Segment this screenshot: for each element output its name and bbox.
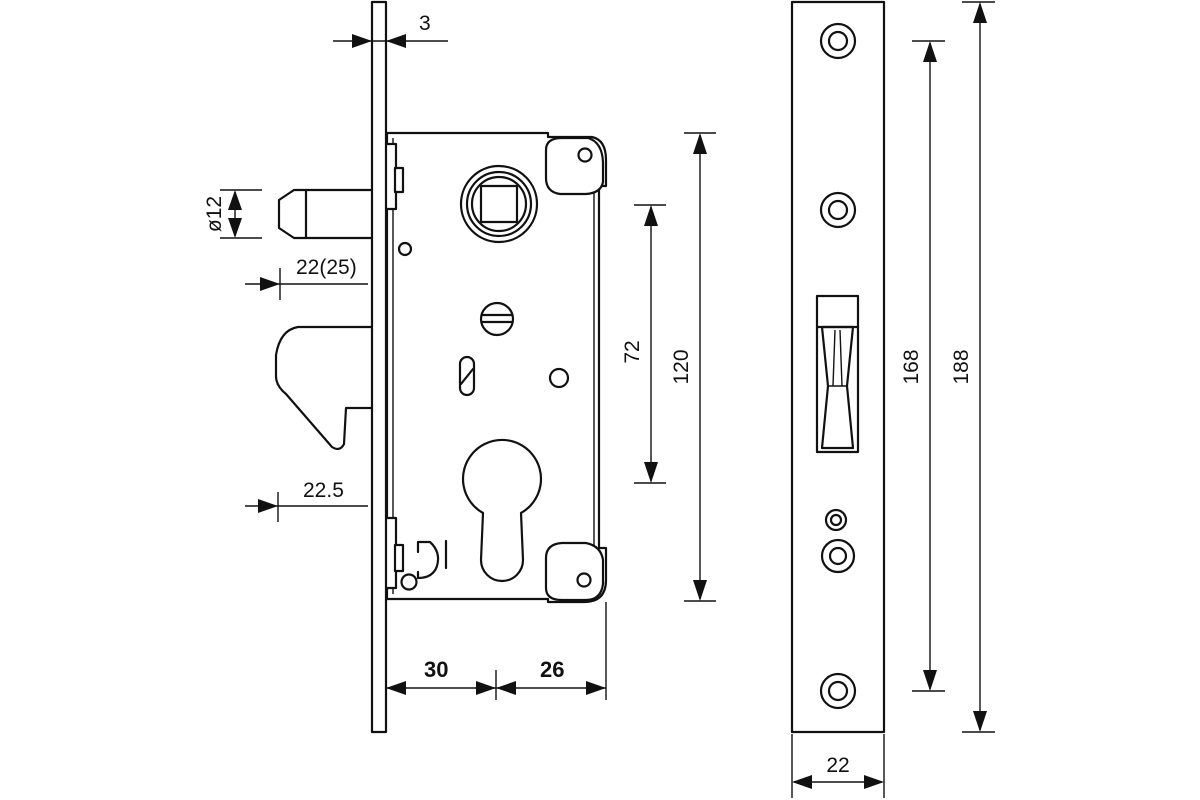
- faceplate-side: [370, 0, 388, 734]
- lock-side-view: [274, 0, 608, 734]
- fixing-hole-mid: [548, 367, 570, 389]
- follower-hub: [470, 175, 528, 233]
- lower-latch-tab-block: [393, 543, 405, 573]
- dim-backset-left: 30: [424, 657, 448, 682]
- dim-faceplate-thickness: 3: [419, 12, 431, 35]
- slotted-screw: [479, 301, 515, 337]
- dim-center-distance: 72: [621, 340, 644, 363]
- top-corner-bracket: [544, 136, 605, 196]
- dim-case-height: 120: [670, 349, 693, 384]
- upper-latch-tab-block: [393, 166, 405, 194]
- dim-backset-right: 26: [540, 657, 564, 682]
- dim-fixing-distance: 168: [900, 349, 923, 384]
- top-bracket-hole: [577, 147, 593, 163]
- round-bolt: [277, 188, 378, 240]
- cam-lever: [416, 540, 440, 580]
- pivot-hole-upper: [397, 241, 413, 257]
- euro-cylinder-hole: [461, 438, 543, 583]
- side-view-dimensions: 3 ø12 22(25) 22.5 30 26 72: [203, 12, 716, 700]
- adjustment-slot-mark: [459, 367, 475, 386]
- front-view-dimensions: 168 188 22: [791, 1, 995, 798]
- faceplate-front-view: [790, 0, 886, 734]
- auxiliary-hole-small: [824, 508, 848, 532]
- follower-square-spindle-hole: [479, 184, 519, 224]
- dim-faceplate-height: 188: [950, 349, 973, 384]
- bottom-bracket-hole: [576, 572, 592, 588]
- dim-faceplate-width: 22: [826, 754, 849, 777]
- faceplate-screw-hole-2: [819, 191, 857, 229]
- dim-bolt-diameter: ø12: [203, 196, 226, 232]
- faceplate-screw-hole-1: [819, 22, 857, 60]
- follower-inner-ring: [465, 170, 533, 238]
- bottom-corner-bracket: [544, 541, 605, 602]
- faceplate-screw-hole-3: [819, 672, 857, 710]
- auxiliary-hole-large: [820, 538, 856, 574]
- lock-case-body: [385, 131, 608, 604]
- dim-bolt-projection: 22(25): [296, 256, 357, 279]
- dim-hook-projection: 22.5: [303, 479, 344, 502]
- pivot-hole-lower: [400, 573, 418, 591]
- hook-bolt: [274, 325, 378, 451]
